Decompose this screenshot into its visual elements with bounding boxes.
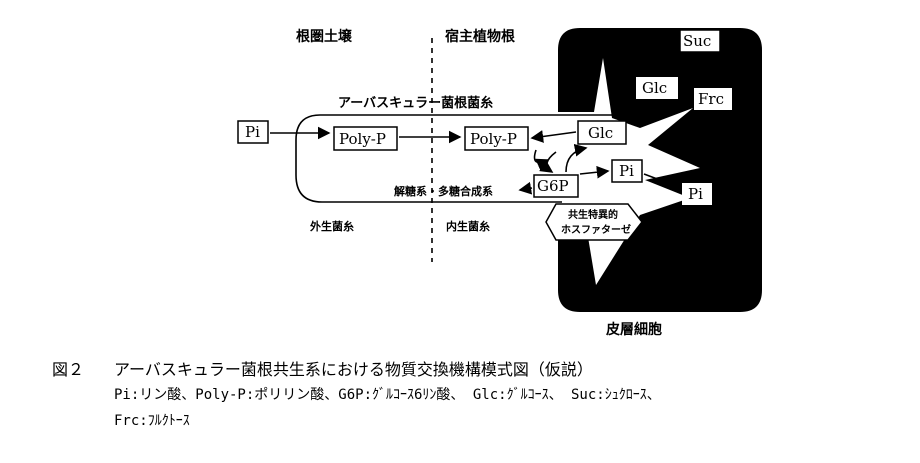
symbiotic-transporter-label-1: 共生特異的 (568, 208, 618, 221)
polyp-ext-box (333, 126, 398, 151)
arrow-pi-to-cell (643, 173, 677, 187)
polyp-int-label: Poly-P (470, 130, 517, 148)
am-hyphae-label: アーバスキュラー菌根菌糸 (338, 95, 493, 111)
glc-cell-label: Glc (642, 79, 667, 97)
glc-hyphae-box (577, 120, 627, 145)
frc-label: Frc (698, 90, 724, 108)
symbiotic-transporter-label-2: ホスファターゼ (561, 223, 631, 236)
arrow-g6p-loop-2 (539, 151, 557, 173)
pi-soil-label: Pi (245, 123, 260, 141)
caption-legend-line-1: Pi:リン酸、Poly-P:ポリリン酸、G6P:ｸﾞﾙｺｰｽ6ﾘﾝ酸、 Glc:… (114, 387, 661, 403)
internal-hyphae-label: 内生菌糸 (446, 219, 490, 233)
frc-box (694, 88, 732, 110)
suc-label: Suc (683, 32, 711, 50)
arrow-g6p-to-glc (565, 143, 588, 173)
host-root-label: 宿主植物根 (445, 28, 516, 45)
arrow-glc-to-polyp (530, 130, 577, 143)
symbiotic-transporter-shape (545, 203, 643, 241)
pi-soil-box (237, 120, 269, 144)
glc-cell-box (636, 77, 678, 99)
suc-box (679, 29, 721, 53)
caption-title-line: 図２ アーバスキュラー菌根共生系における物質交換機構模式図（仮説） (52, 356, 593, 380)
figure-title: アーバスキュラー菌根共生系における物質交換機構模式図（仮説） (114, 360, 593, 379)
external-hyphae-label: 外生菌糸 (309, 219, 354, 233)
cortex-cell-label: 皮層細胞 (605, 321, 662, 338)
glc-hyphae-label: Glc (588, 124, 613, 142)
pi-cell-box (682, 183, 712, 205)
pi-hyphae-box (611, 159, 643, 183)
arrow-polyp-to-g6p-loop (533, 149, 550, 171)
arrow-g6p-to-glycolysis (518, 181, 533, 195)
polyp-int-box (464, 126, 529, 151)
arrow-g6p-to-pi (579, 165, 610, 179)
g6p-label: G6P (537, 177, 569, 195)
pi-cell-label: Pi (688, 185, 703, 203)
hyphal-tube-outline (295, 114, 620, 203)
g6p-box (533, 174, 579, 198)
pi-hyphae-label: Pi (619, 162, 634, 180)
figure-number: 図２ (52, 360, 85, 379)
polyp-ext-label: Poly-P (339, 130, 386, 148)
glycolysis-label: 解糖系・多糖合成系 (394, 184, 493, 198)
rhizosphere-soil-label: 根圏土壌 (296, 28, 353, 45)
caption-legend-line-2: Frc:ﾌﾙｸﾄｰｽ (114, 413, 190, 429)
